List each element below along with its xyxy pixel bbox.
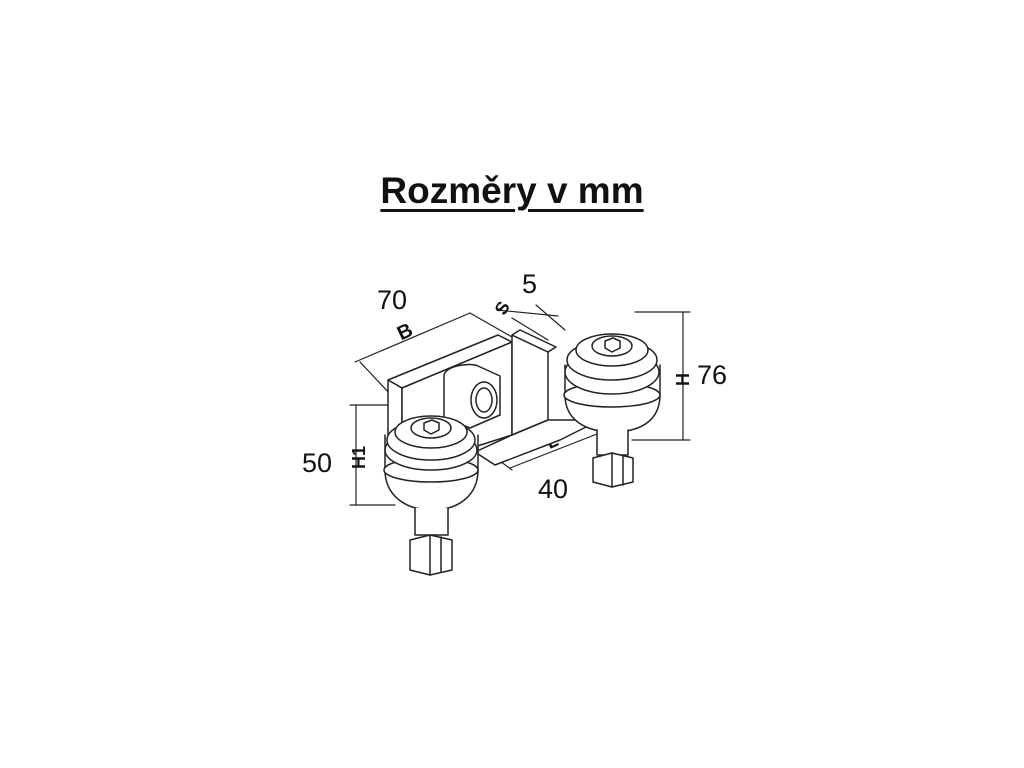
- symbol-h1: H1: [349, 446, 369, 469]
- right-roller: [563, 333, 661, 488]
- dimension-height-low-value: 50: [302, 448, 333, 478]
- dimension-height-value: 76: [697, 360, 728, 390]
- left-roller: [383, 415, 479, 576]
- dimension-thickness-value: 5: [522, 269, 538, 299]
- dimension-length-value: 40: [538, 474, 569, 504]
- symbol-h: H: [673, 373, 693, 386]
- right-hex-socket-icon: [604, 337, 621, 353]
- page-title: Rozměry v mm: [380, 170, 644, 211]
- symbol-b: B: [394, 319, 416, 345]
- dimension-width-value: 70: [377, 285, 408, 315]
- left-hex-socket-icon: [423, 419, 440, 435]
- symbol-s: S: [491, 298, 514, 318]
